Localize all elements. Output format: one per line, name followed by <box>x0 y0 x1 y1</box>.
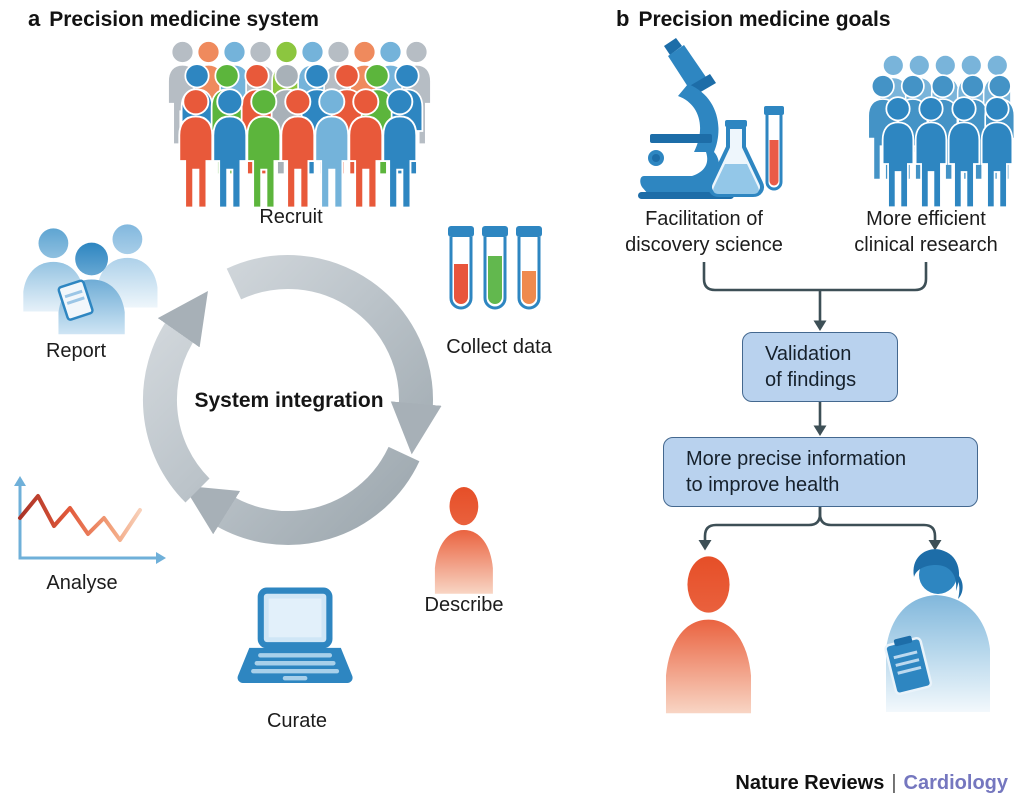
panel-b-title-text: Precision medicine goals <box>638 8 891 31</box>
journal-name: Nature Reviews <box>735 772 885 794</box>
clinical-research-line1: More efficient <box>866 208 986 230</box>
precise-information-line2: to improve health <box>686 474 840 496</box>
recruit-label: Recruit <box>259 206 323 228</box>
clinicians-icon <box>23 224 158 335</box>
clipboard-icon <box>884 635 933 695</box>
precise-information-box: More precise information to improve heal… <box>663 437 978 507</box>
microscope-icon <box>638 38 784 199</box>
report-label: Report <box>45 340 107 362</box>
collect-data-label: Collect data <box>446 336 552 358</box>
crowd-icon <box>167 40 432 209</box>
cycle-arrows-icon <box>142 255 442 545</box>
discovery-science-line2: discovery science <box>625 234 783 256</box>
outcome-patient-icon <box>665 556 752 714</box>
panel-a-letter: a <box>28 6 41 31</box>
validation-box-line2: of findings <box>765 369 857 391</box>
discovery-science-label: Facilitation of discovery science <box>625 206 783 258</box>
validation-box: Validation of findings <box>742 332 898 402</box>
clinical-research-line2: clinical research <box>854 234 998 256</box>
laptop-icon <box>237 587 353 684</box>
doctor-silhouette-icon <box>884 549 990 712</box>
clipboard-icon <box>57 279 94 321</box>
describe-label: Describe <box>424 594 504 616</box>
test-tubes-icon <box>448 226 542 310</box>
validation-box-line1: Validation <box>765 343 852 365</box>
discovery-science-line1: Facilitation of <box>645 208 763 230</box>
system-integration-label: System integration <box>194 389 384 412</box>
journal-footer: Nature Reviews | Cardiology <box>735 772 1008 795</box>
footer-separator: | <box>891 772 897 794</box>
analyse-label: Analyse <box>46 572 118 594</box>
clinical-research-label: More efficient clinical research <box>854 206 997 258</box>
patient-silhouette-icon <box>434 487 493 594</box>
panel-a-title-text: Precision medicine system <box>49 8 319 31</box>
journal-section: Cardiology <box>903 772 1008 794</box>
flow-connectors <box>698 262 942 551</box>
panel-a-title: a Precision medicine system <box>28 6 319 32</box>
people-group-icon <box>867 54 1016 209</box>
panel-b-letter: b <box>616 6 630 31</box>
line-chart-icon <box>14 476 166 564</box>
panel-b-title: b Precision medicine goals <box>616 6 891 32</box>
curate-label: Curate <box>266 710 328 732</box>
precise-information-line1: More precise information <box>686 448 907 470</box>
